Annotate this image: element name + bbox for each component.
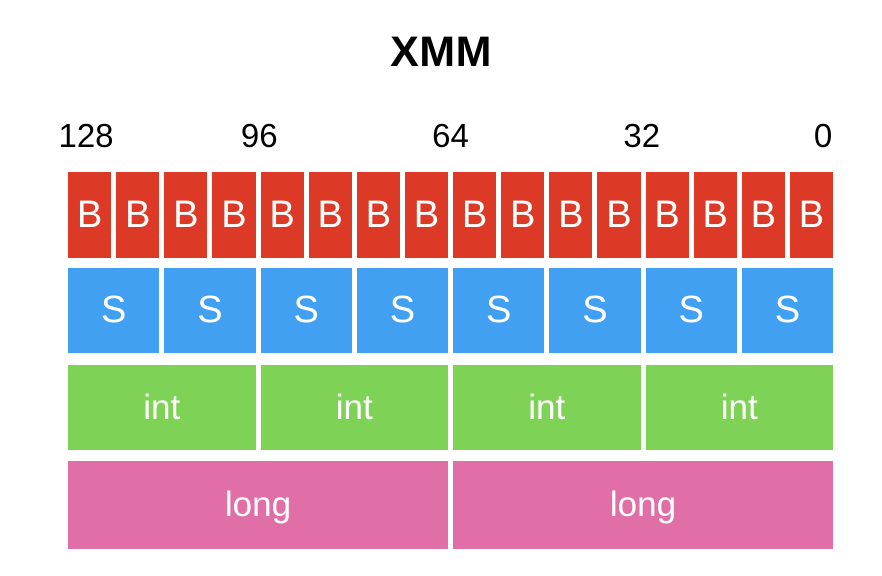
- cell-bytes-9: B: [501, 172, 545, 258]
- cell-bytes-13: B: [693, 172, 737, 258]
- cell-bytes-5: B: [308, 172, 352, 258]
- cell-bytes-8: B: [453, 172, 497, 258]
- page-title: XMM: [390, 28, 492, 76]
- cell-shorts-3: S: [356, 268, 448, 353]
- bit-label-32: 32: [623, 117, 661, 154]
- bit-ruler: 128 96 64 32 0: [58, 116, 833, 158]
- cell-shorts-1: S: [164, 268, 256, 353]
- cell-bytes-6: B: [356, 172, 400, 258]
- cell-shorts-7: S: [741, 268, 833, 353]
- cell-bytes-12: B: [645, 172, 689, 258]
- cell-shorts-4: S: [453, 268, 545, 353]
- cell-bytes-15: B: [789, 172, 833, 258]
- cell-bytes-14: B: [741, 172, 785, 258]
- cell-ints-3: int: [645, 365, 833, 450]
- cell-ints-1: int: [260, 365, 448, 450]
- cell-bytes-2: B: [164, 172, 208, 258]
- cell-ints-2: int: [453, 365, 641, 450]
- bit-label-128: 128: [58, 117, 114, 154]
- cell-longs-0: long: [68, 461, 448, 549]
- bit-label-64: 64: [432, 117, 469, 154]
- cell-longs-1: long: [453, 461, 833, 549]
- bit-label-96: 96: [240, 117, 278, 154]
- cell-bytes-7: B: [404, 172, 448, 258]
- cell-shorts-2: S: [260, 268, 352, 353]
- cell-bytes-4: B: [260, 172, 304, 258]
- cell-bytes-0: B: [68, 172, 112, 258]
- cell-shorts-6: S: [645, 268, 737, 353]
- cell-bytes-3: B: [212, 172, 256, 258]
- cell-bytes-10: B: [549, 172, 593, 258]
- cell-shorts-0: S: [68, 268, 160, 353]
- cell-shorts-5: S: [549, 268, 641, 353]
- bit-label-0: 0: [813, 117, 833, 154]
- cell-ints-0: int: [68, 365, 256, 450]
- cell-bytes-11: B: [597, 172, 641, 258]
- cell-bytes-1: B: [116, 172, 160, 258]
